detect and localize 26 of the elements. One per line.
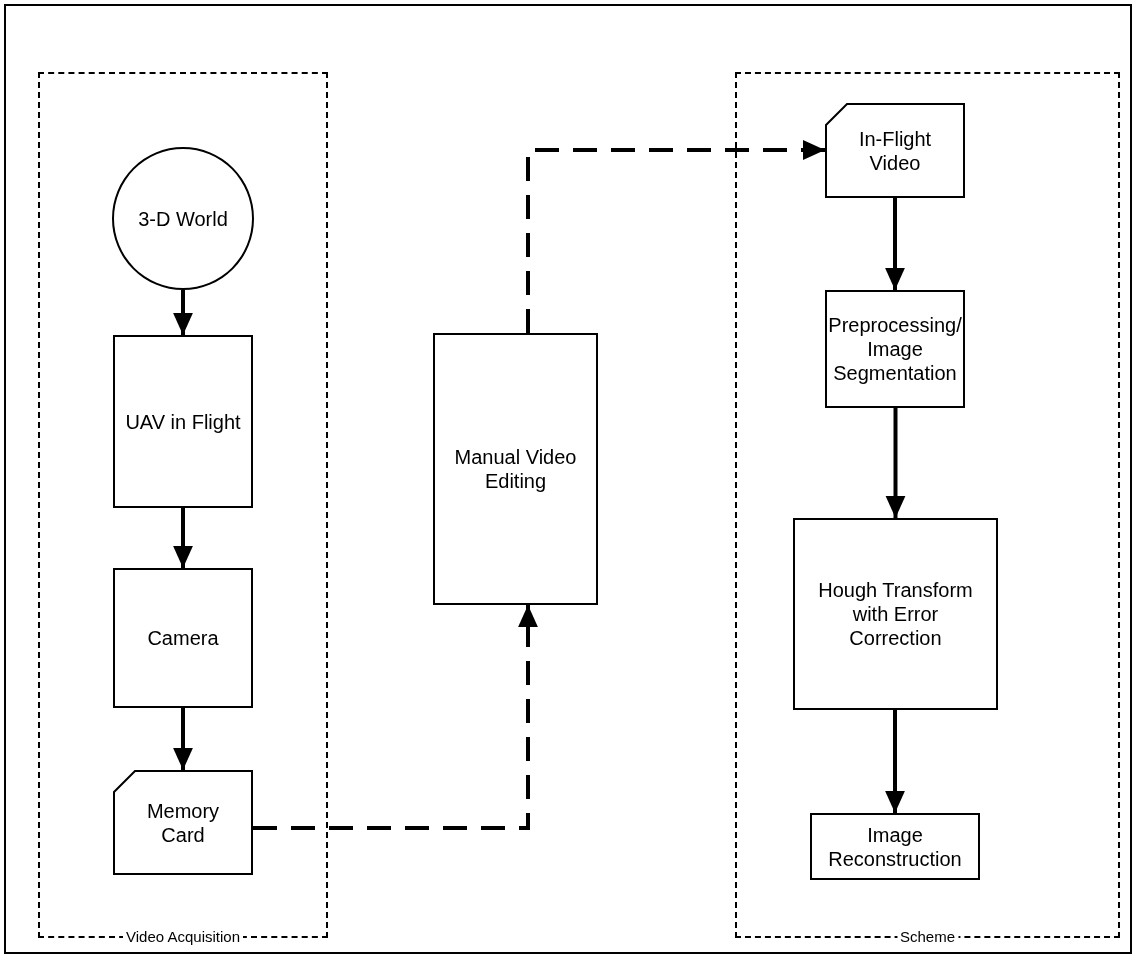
arrow (173, 290, 193, 335)
node-label: In-Flight Video (857, 126, 933, 175)
arrow (885, 408, 906, 518)
arrow (526, 140, 825, 333)
node-label: Preprocessing/ Image Segmentation (828, 313, 962, 385)
node-label: 3-D World (138, 206, 228, 231)
card-shape (825, 103, 965, 198)
arrow (885, 710, 905, 813)
node-label: Hough Transform with Error Correction (817, 578, 974, 650)
node-label: Image Reconstruction (827, 822, 963, 871)
node-label: Memory Card (145, 798, 221, 847)
process-box (825, 290, 965, 408)
process-box (433, 333, 598, 605)
arrow (173, 508, 193, 568)
arrow (173, 708, 193, 770)
group-label: Video Acquisition (123, 928, 243, 946)
process-box (793, 518, 998, 710)
node-label: Camera (147, 626, 219, 650)
arrow (253, 605, 538, 830)
process-box (113, 335, 253, 508)
arrow (885, 198, 905, 290)
process-box (810, 813, 980, 880)
node-label: Manual Video Editing (453, 445, 578, 493)
card-shape (113, 770, 253, 875)
node-label: UAV in Flight (125, 409, 241, 434)
process-box (113, 568, 253, 708)
